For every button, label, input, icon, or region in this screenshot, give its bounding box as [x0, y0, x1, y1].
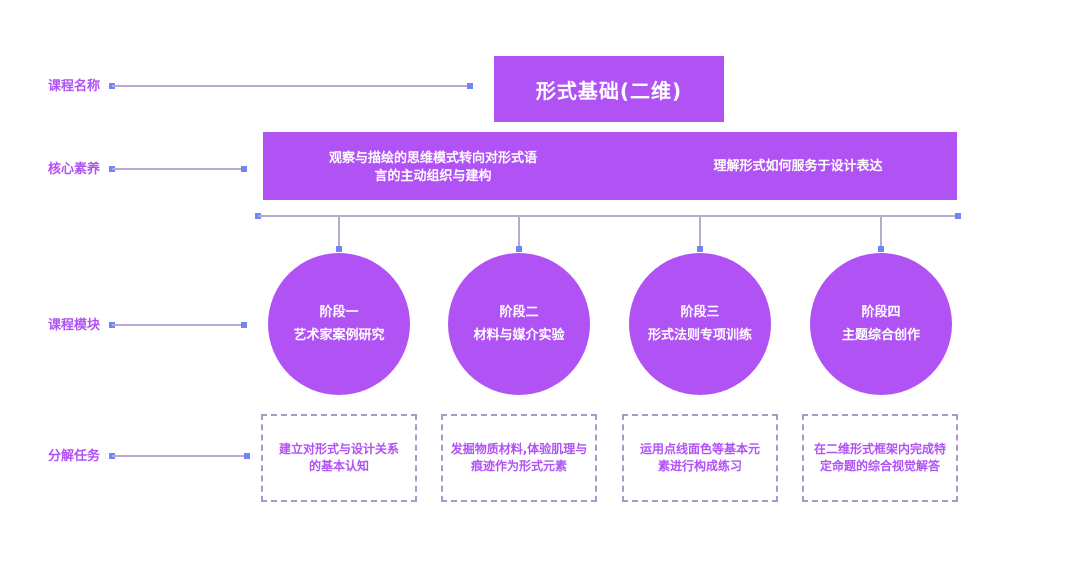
- core-competency-item: 观察与描绘的思维模式转向对形式语 言的主动组织与建构: [293, 150, 573, 186]
- branch-stem: [699, 216, 701, 248]
- connector-dot: [241, 166, 247, 172]
- connector-dot: [467, 83, 473, 89]
- stage-label: 阶段二: [499, 305, 539, 320]
- task-text: 定命题的综合视觉解答: [819, 459, 940, 473]
- course-title-box: 形式基础(二维): [494, 56, 724, 122]
- stage-name: 形式法则专项训练: [647, 328, 752, 343]
- stage-label: 阶段三: [680, 305, 720, 320]
- task-box-4: 在二维形式框架内完成特定命题的综合视觉解答: [802, 414, 958, 502]
- connector-line: [112, 85, 470, 87]
- task-text: 建立对形式与设计关系: [278, 442, 399, 456]
- connector-dot: [336, 246, 342, 252]
- task-text: 在二维形式框架内完成特: [813, 442, 946, 456]
- stage-name: 主题综合创作: [841, 328, 920, 343]
- core-competency-text: 言的主动组织与建构: [374, 169, 492, 184]
- row-label-course-modules: 课程模块: [48, 318, 101, 333]
- task-text: 的基本认知: [308, 459, 369, 473]
- connector-dot: [516, 246, 522, 252]
- connector-line: [112, 168, 244, 170]
- connector-line: [112, 455, 246, 457]
- core-competency-box: 观察与描绘的思维模式转向对形式语 言的主动组织与建构 理解形式如何服务于设计表达: [263, 132, 957, 200]
- branch-stem: [338, 216, 340, 248]
- row-label-decomposed-tasks: 分解任务: [48, 449, 101, 464]
- task-text: 素进行构成练习: [657, 459, 742, 473]
- branch-stem: [518, 216, 520, 248]
- core-competency-text: 理解形式如何服务于设计表达: [713, 159, 883, 174]
- core-competency-text: 观察与描绘的思维模式转向对形式语: [328, 151, 537, 166]
- connector-dot: [241, 322, 247, 328]
- core-competency-item: 理解形式如何服务于设计表达: [683, 158, 913, 176]
- task-box-2: 发掘物质材料,体验肌理与痕迹作为形式元素: [441, 414, 597, 502]
- task-box-1: 建立对形式与设计关系的基本认知: [261, 414, 417, 502]
- task-text: 运用点线面色等基本元: [639, 442, 760, 456]
- connector-dot: [955, 213, 961, 219]
- task-text: 发掘物质材料,体验肌理与: [450, 442, 588, 456]
- task-text: 痕迹作为形式元素: [470, 459, 567, 473]
- stage-module-3: 阶段三 形式法则专项训练: [629, 253, 771, 395]
- row-label-core-competency: 核心素养: [48, 162, 101, 177]
- connector-line: [112, 324, 244, 326]
- course-title: 形式基础(二维): [535, 78, 683, 103]
- stage-module-4: 阶段四 主题综合创作: [810, 253, 952, 395]
- stage-name: 材料与媒介实验: [473, 328, 565, 343]
- connector-dot: [244, 453, 250, 459]
- stage-module-1: 阶段一 艺术家案例研究: [268, 253, 410, 395]
- stage-label: 阶段四: [861, 305, 901, 320]
- stage-label: 阶段一: [319, 305, 359, 320]
- task-box-3: 运用点线面色等基本元素进行构成练习: [622, 414, 778, 502]
- stage-name: 艺术家案例研究: [293, 328, 385, 343]
- row-label-course-name: 课程名称: [48, 79, 101, 94]
- stage-module-2: 阶段二 材料与媒介实验: [448, 253, 590, 395]
- connector-dot: [878, 246, 884, 252]
- connector-dot: [697, 246, 703, 252]
- branch-line: [258, 215, 960, 217]
- branch-stem: [880, 216, 882, 248]
